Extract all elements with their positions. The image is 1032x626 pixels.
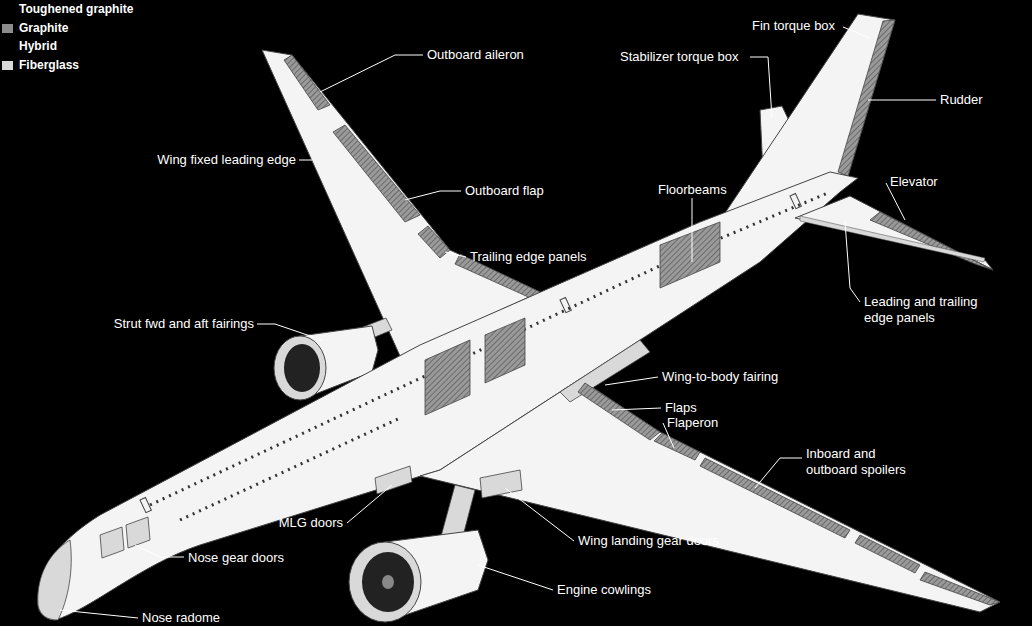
legend-item: Hybrid	[2, 38, 57, 54]
engine-fan	[284, 344, 320, 392]
part-label: Stabilizer torque box	[620, 49, 739, 65]
part-label: Floorbeams	[658, 182, 727, 198]
rudder-part	[838, 20, 895, 176]
part-label: Elevator	[890, 174, 938, 190]
gear-door-part	[126, 517, 150, 548]
legend-text: Fiberglass	[19, 58, 79, 72]
part-label: Wing fixed leading edge	[157, 152, 296, 168]
flap-part	[333, 125, 420, 222]
legend-swatch	[2, 24, 13, 33]
floorbeam-part	[425, 340, 470, 415]
panel-part	[800, 216, 985, 262]
fairing-part	[560, 340, 650, 402]
part-label: Flaperon	[667, 415, 718, 431]
near-stabilizer	[795, 196, 993, 270]
aileron-part	[284, 55, 330, 110]
gear-door-part	[375, 466, 412, 494]
leader-line	[845, 222, 860, 302]
cabin-door	[790, 193, 801, 208]
aileron-part	[920, 572, 1000, 605]
leader-line	[445, 252, 466, 257]
leader-line	[755, 458, 802, 488]
leader-line	[135, 545, 184, 557]
part-label: Fin torque box	[752, 18, 835, 34]
legend-item: Toughened graphite	[2, 1, 133, 17]
part-label: Outboard aileron	[427, 47, 524, 63]
panel-part	[418, 226, 450, 258]
flap-part	[855, 535, 920, 573]
part-label: Wing-to-body fairing	[662, 369, 778, 385]
legend-text: Hybrid	[19, 39, 57, 53]
leader-line	[750, 57, 772, 118]
leader-line	[320, 55, 423, 92]
radome-part	[38, 540, 71, 620]
leader-line	[478, 565, 553, 590]
part-label: Inboard and outboard spoilers	[806, 446, 918, 478]
flaperon-part	[654, 433, 700, 460]
leader-line	[60, 610, 138, 618]
part-label: Nose radome	[142, 610, 220, 626]
floorbeam-part	[660, 222, 720, 288]
part-label: Wing landing gear doors	[578, 533, 719, 549]
engine-spinner	[382, 575, 394, 589]
floorbeam-part	[485, 318, 525, 383]
leader-line	[868, 100, 936, 101]
leader-line	[692, 198, 693, 262]
engine-fan	[362, 552, 414, 612]
part-label: Nose gear doors	[188, 550, 284, 566]
leader-line	[612, 408, 661, 410]
legend-item: Graphite	[2, 20, 68, 36]
legend-text: Graphite	[19, 21, 68, 35]
elevator-part	[870, 212, 993, 270]
part-label: Strut fwd and aft fairings	[114, 316, 254, 332]
flap-part	[578, 383, 660, 440]
part-label: Outboard flap	[465, 183, 544, 199]
part-label: MLG doors	[279, 515, 343, 531]
legend-item: Fiberglass	[2, 57, 79, 73]
leader-line	[257, 324, 322, 340]
leader-line	[843, 27, 870, 38]
gear-door-part	[480, 470, 522, 498]
leader-line	[605, 377, 658, 385]
part-label: Rudder	[940, 92, 983, 108]
engine-intake	[274, 336, 326, 400]
part-label: Trailing edge panels	[470, 249, 587, 265]
gear-door-part	[100, 527, 124, 558]
leader-line	[505, 488, 574, 541]
legend-swatch	[2, 5, 13, 14]
part-label: Engine cowlings	[557, 582, 651, 598]
legend-swatch	[2, 61, 13, 70]
leader-line	[405, 191, 461, 200]
cabin-door	[140, 497, 151, 512]
near-wing	[420, 379, 1000, 612]
leader-line	[299, 160, 312, 161]
cabin-door	[560, 297, 571, 312]
legend-swatch	[2, 42, 13, 51]
part-label: Leading and trailing edge panels	[864, 294, 994, 326]
window-row	[180, 418, 400, 520]
leader-line	[347, 485, 392, 523]
part-label: Flaps	[665, 400, 697, 416]
engine-intake	[349, 542, 421, 622]
legend-text: Toughened graphite	[19, 2, 133, 16]
